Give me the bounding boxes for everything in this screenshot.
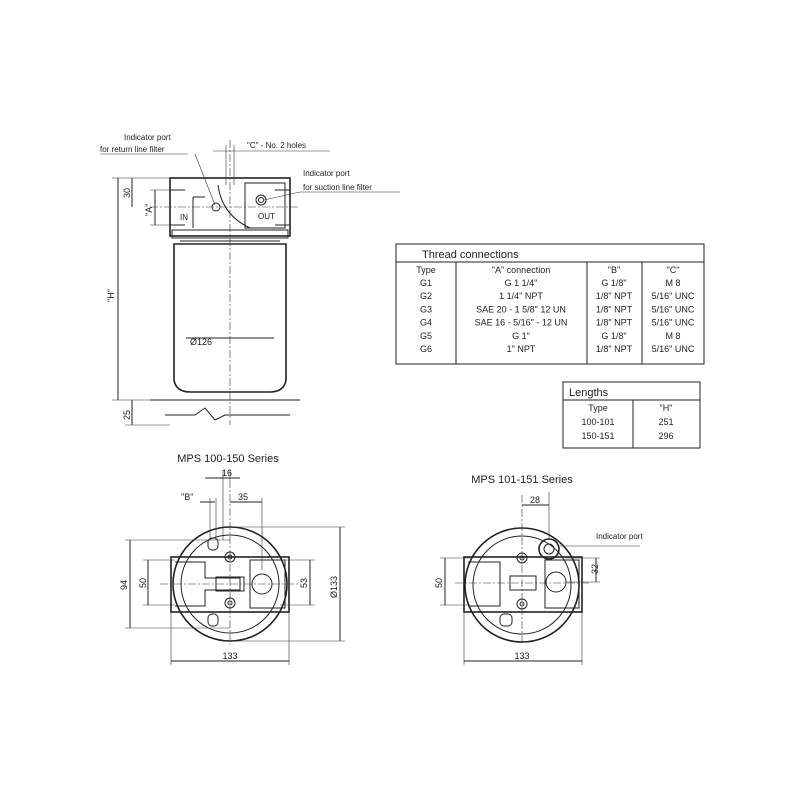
thread-table-cell: 5/16" UNC	[652, 291, 695, 301]
thread-table-cell: G2	[420, 291, 432, 301]
dim-diameter-label: Ø126	[190, 337, 212, 347]
callout-return-line2: for return line filter	[100, 145, 165, 154]
dim-30-label: 30	[122, 188, 132, 198]
dim-16: 16	[222, 468, 232, 478]
thread-table-cell: 5/16" UNC	[652, 344, 695, 354]
dim-32: 32	[590, 564, 600, 574]
dim-50: 50	[434, 578, 444, 588]
view-title: MPS 101-151 Series	[471, 474, 573, 486]
filter-side-view: 30 "A" "H" 25 Ø126 IN OUT Indicator port…	[100, 133, 400, 426]
thread-table-cell: G 1/8"	[601, 278, 626, 288]
lengths-title: Lengths	[569, 387, 609, 399]
dim-133: 133	[222, 651, 237, 661]
header-a: "A" connection	[492, 265, 550, 275]
dim-b: "B"	[181, 492, 193, 502]
dim-94: 94	[119, 580, 129, 590]
indicator-port-icon	[538, 538, 560, 560]
thread-table-cell: G1	[420, 278, 432, 288]
thread-table-cell: 1/8" NPT	[596, 304, 633, 314]
thread-table-cell: SAE 16 - 5/16" - 12 UN	[475, 318, 568, 328]
lengths-cell: 296	[658, 431, 673, 441]
thread-table-cell: G5	[420, 331, 432, 341]
thread-table-cell: G3	[420, 304, 432, 314]
lengths-cell: 150-151	[581, 431, 614, 441]
thread-table-cell: 1 1/4" NPT	[499, 291, 543, 301]
suction-indicator-port-icon	[258, 197, 264, 203]
thread-table-cell: 1/8" NPT	[596, 291, 633, 301]
thread-table-cell: G 1 1/4"	[505, 278, 538, 288]
thread-table-cell: 1" NPT	[507, 344, 536, 354]
dim-50: 50	[138, 578, 148, 588]
indicator-port-label: Indicator port	[596, 532, 643, 541]
thread-connections-table: Thread connections Type "A" connection "…	[395, 243, 705, 365]
callout-suction-line1: Indicator port	[303, 169, 350, 178]
thread-table-cell: 5/16" UNC	[652, 318, 695, 328]
mps-100-150-top-view: MPS 100-150 Series 16 "B" 35 94 50 53	[119, 453, 345, 665]
view-title: MPS 100-150 Series	[177, 453, 279, 465]
lengths-cell: 100-101	[581, 417, 614, 427]
dim-a-label: "A"	[144, 204, 154, 216]
port-in-label: IN	[180, 213, 188, 222]
lengths-header-h: "H"	[660, 403, 673, 413]
dim-133: 133	[514, 651, 529, 661]
dim-35: 35	[238, 492, 248, 502]
lengths-header-type: Type	[588, 403, 608, 413]
thread-table-cell: 1/8" NPT	[596, 318, 633, 328]
lengths-table: Lengths Type "H" 100-101 251 150-151 296	[562, 381, 701, 449]
dim-25-label: 25	[122, 410, 132, 420]
callout-return-line1: Indicator port	[124, 133, 171, 142]
thread-table-cell: 1/8" NPT	[596, 344, 633, 354]
lengths-cell: 251	[658, 417, 673, 427]
thread-table-cell: G 1"	[512, 331, 530, 341]
header-b: "B"	[608, 265, 620, 275]
thread-table-cell: G 1/8"	[601, 331, 626, 341]
header-c: "C"	[667, 265, 680, 275]
dim-h-label: "H"	[106, 289, 116, 302]
thread-table-title: Thread connections	[422, 249, 519, 261]
mps-101-151-top-view: MPS 101-151 Series 28 Indicator port 32 …	[434, 474, 643, 665]
dim-diameter-133: Ø133	[329, 576, 339, 598]
thread-table-cell: 5/16" UNC	[652, 304, 695, 314]
callout-c-holes: "C" - No. 2 holes	[247, 141, 306, 150]
dim-28: 28	[530, 495, 540, 505]
header-type: Type	[416, 265, 436, 275]
thread-table-cell: M 8	[665, 331, 680, 341]
callout-suction-line2: for suction line filter	[303, 183, 372, 192]
thread-table-cell: M 8	[665, 278, 680, 288]
thread-table-cell: G6	[420, 344, 432, 354]
port-out-label: OUT	[258, 212, 275, 221]
thread-table-cell: G4	[420, 318, 432, 328]
thread-table-cell: SAE 20 - 1 5/8" 12 UN	[476, 304, 566, 314]
dim-53: 53	[299, 578, 309, 588]
